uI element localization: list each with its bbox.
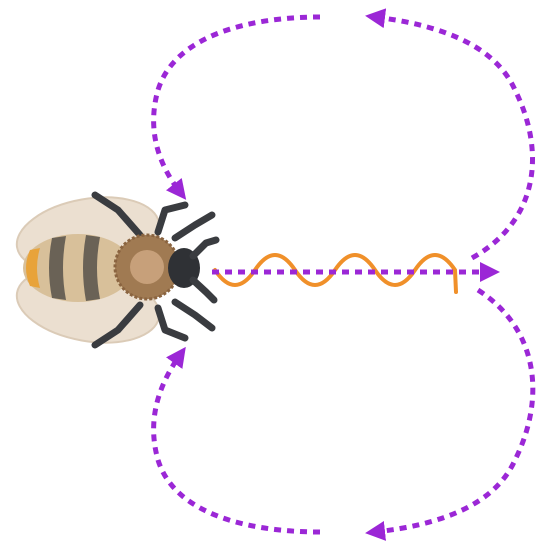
bee-antenna xyxy=(193,240,216,256)
bee-antenna xyxy=(193,280,214,300)
bee-thorax-center xyxy=(130,250,164,284)
bee-icon xyxy=(11,187,216,353)
top-loop-left-arc xyxy=(154,17,320,192)
bottom-loop-left-arc xyxy=(154,355,320,532)
bottom-loop-right-arc xyxy=(375,290,533,532)
top-loop-right-arc xyxy=(375,17,533,258)
top-return-loop xyxy=(154,17,533,258)
